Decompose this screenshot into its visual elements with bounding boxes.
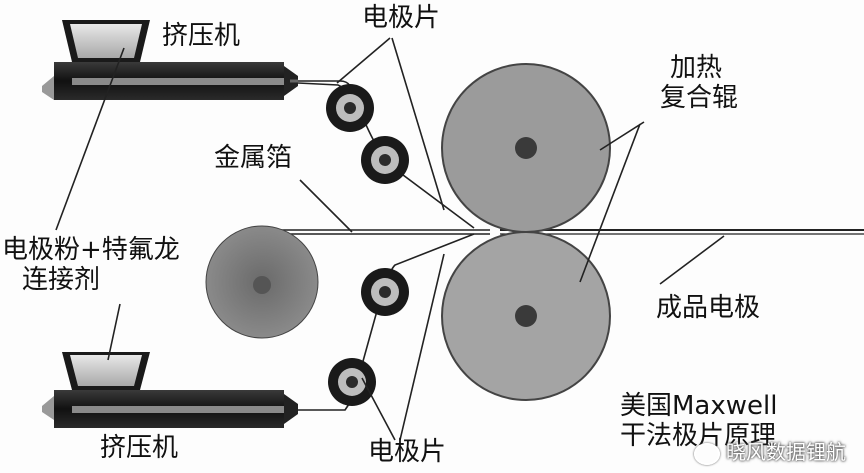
- screw-top: [72, 78, 284, 85]
- guide-spool-4: [328, 358, 376, 406]
- extruder-bottom: [42, 352, 298, 428]
- wechat-icon: [694, 442, 720, 465]
- label-electrode-sheet-bottom: 电极片: [368, 437, 447, 467]
- caption-line1: 美国Maxwell: [620, 391, 778, 421]
- motor-fins-bottom: [42, 396, 54, 420]
- label-heated-roller: 加热 复合辊: [660, 53, 739, 114]
- leader-lines: [55, 37, 725, 441]
- guide-spool-1: [326, 84, 374, 132]
- label-powder-binder-line2: 连接剂: [22, 264, 101, 295]
- guide-spool-3: [361, 268, 409, 316]
- guide-spools: [326, 84, 409, 406]
- powder-top: [70, 24, 142, 58]
- label-finished-electrode: 成品电极: [656, 293, 761, 323]
- watermark: 晓风数据锂航: [694, 436, 846, 465]
- caption: 美国Maxwell 干法极片原理: [620, 391, 778, 452]
- label-heated-roller-line1: 加热: [670, 53, 723, 83]
- label-powder-binder-line1: 电极粉+特氟龙: [2, 235, 180, 265]
- label-heated-roller-line2: 复合辊: [660, 82, 739, 113]
- powder-bottom: [70, 355, 142, 386]
- heated-roller-top: [441, 63, 611, 233]
- watermark-text: 晓风数据锂航: [726, 440, 846, 464]
- label-extruder-bottom: 挤压机: [100, 433, 179, 463]
- label-powder-binder: 电极粉+特氟龙 连接剂: [2, 235, 180, 296]
- guide-spool-2: [361, 136, 409, 184]
- label-metal-foil: 金属箔: [214, 143, 293, 173]
- heated-roller-bottom: [441, 231, 611, 401]
- label-extruder-top: 挤压机: [162, 21, 241, 51]
- label-electrode-sheet-top: 电极片: [362, 3, 441, 33]
- nozzle-bottom: [284, 394, 298, 424]
- foil-spool: [205, 225, 319, 339]
- motor-fins-top: [42, 76, 54, 100]
- screw-bottom: [72, 406, 284, 413]
